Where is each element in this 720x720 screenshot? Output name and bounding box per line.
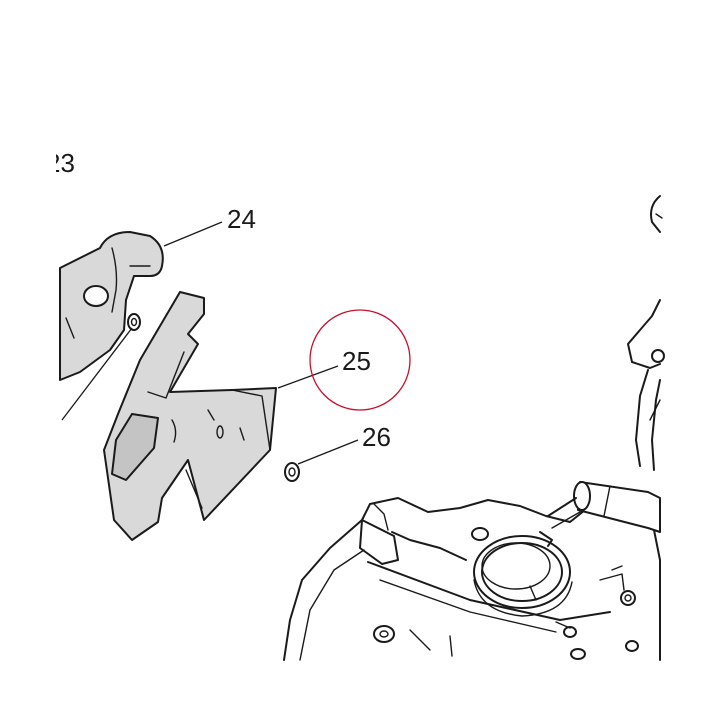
callout-26[interactable]: 26 xyxy=(362,422,391,452)
part-25-cover-plate[interactable] xyxy=(103,291,277,541)
leader-23 xyxy=(61,327,133,421)
washer-upper[interactable] xyxy=(127,313,141,331)
engine-housing-assembly xyxy=(283,493,661,661)
callout-25[interactable]: 25 xyxy=(342,346,371,376)
part-26-nut[interactable] xyxy=(284,462,300,482)
leader-24 xyxy=(163,221,223,247)
callout-25-highlight-circle xyxy=(309,309,411,411)
left-crop-mask xyxy=(0,140,56,190)
leader-25 xyxy=(277,365,339,389)
part-24-bracket[interactable] xyxy=(59,231,164,381)
leader-lines xyxy=(61,221,359,465)
linkage-arm xyxy=(547,195,665,533)
callout-24[interactable]: 24 xyxy=(227,204,256,234)
leader-26 xyxy=(297,439,359,465)
